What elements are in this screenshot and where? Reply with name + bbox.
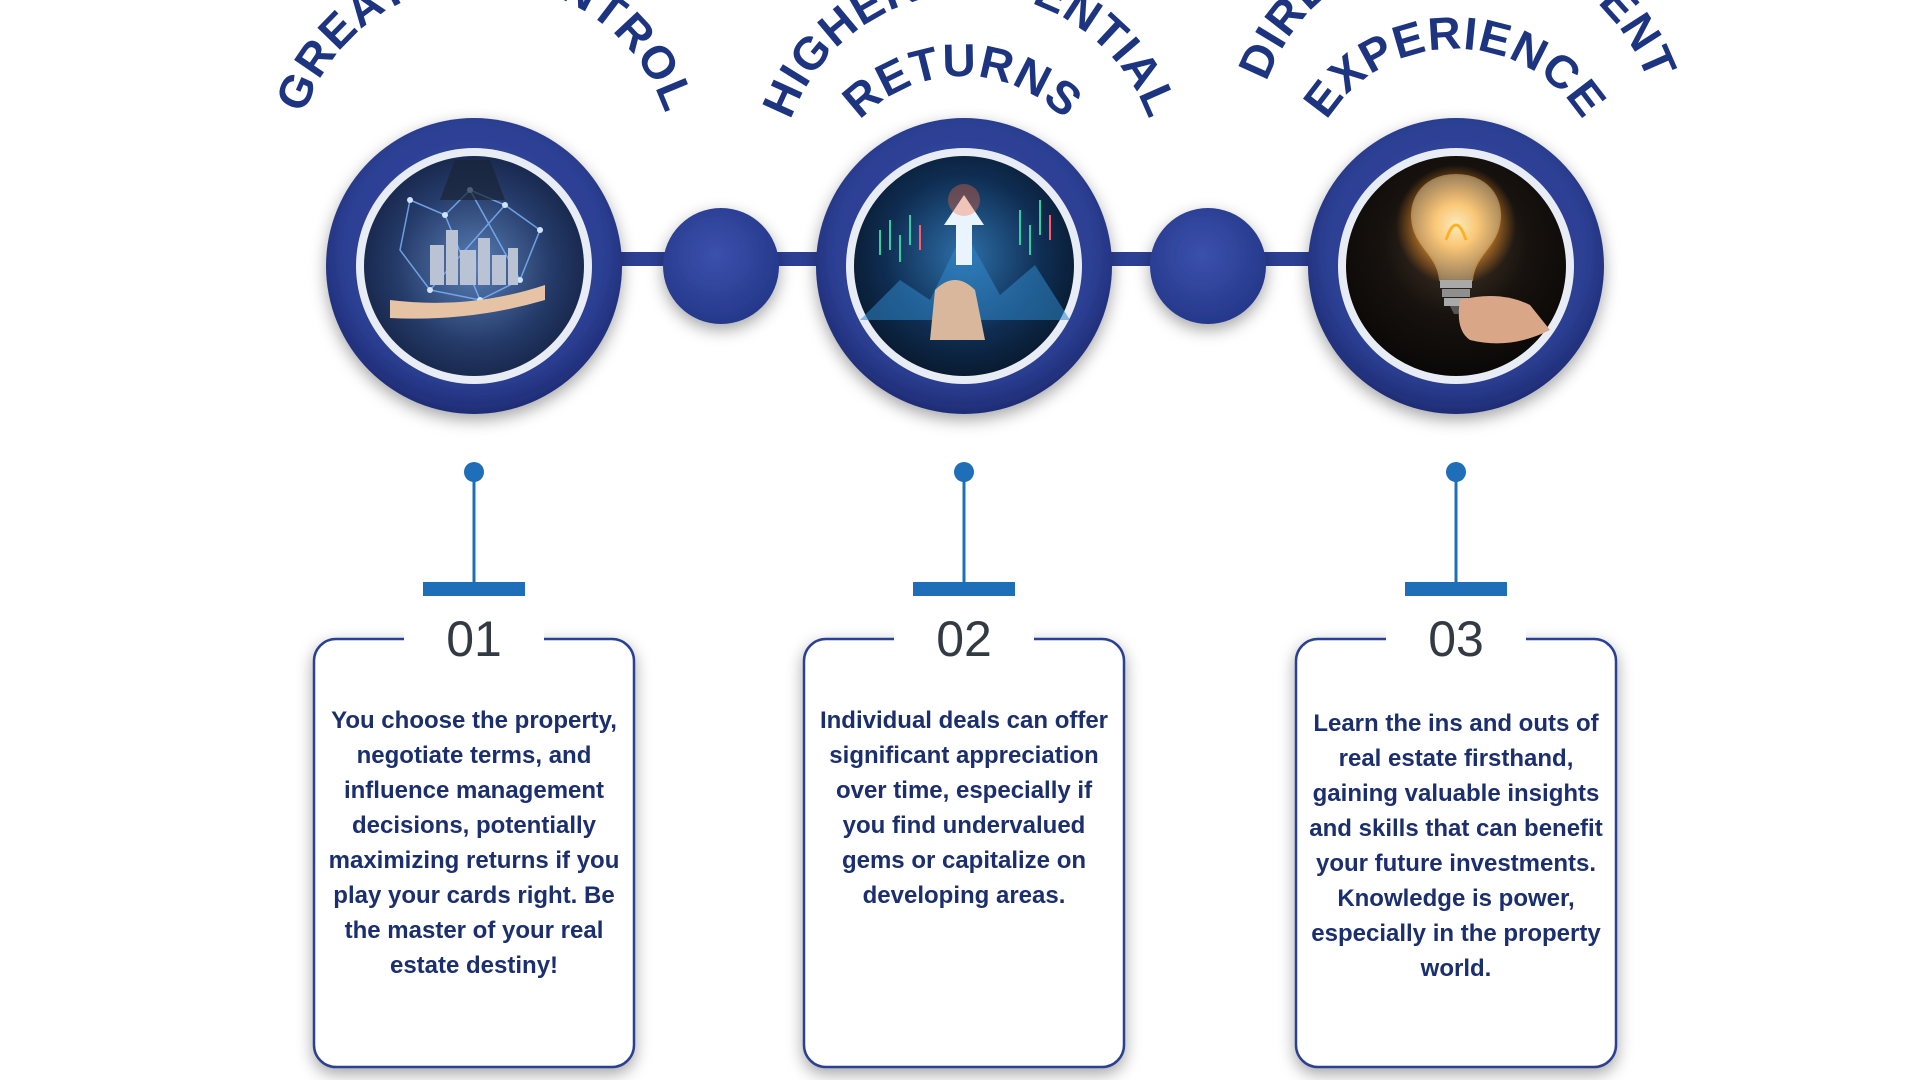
step-2-title-line-2: RETURNS — [832, 34, 1091, 128]
step-1-title: GREATER CONTROL — [265, 0, 705, 118]
city-in-hand-icon — [390, 160, 545, 319]
step-2-pin — [913, 462, 1015, 596]
step-3-title: EXPERIENCE — [1293, 6, 1617, 126]
step-3-description: Learn the ins and outs of real estate fi… — [1309, 710, 1603, 982]
step-2-number: 02 — [894, 614, 1034, 664]
step-1-pin — [423, 462, 525, 596]
light-bulb-icon — [1396, 165, 1550, 344]
step-1-description: You choose the property, negotiate terms… — [328, 707, 620, 979]
rising-chart-icon — [860, 184, 1070, 340]
connector-node — [663, 208, 779, 324]
step-3-ring — [1308, 118, 1604, 414]
step-2-description: Individual deals can offer significant a… — [819, 707, 1109, 909]
connector-node — [1150, 208, 1266, 324]
step-2-ring — [816, 118, 1112, 414]
step-2-title: RETURNS — [832, 34, 1092, 128]
step-3-title-line-2: EXPERIENCE — [1293, 6, 1616, 126]
step-1-number: 01 — [404, 614, 544, 664]
step-1-ring — [326, 118, 622, 414]
step-1-title-line-1: GREATER CONTROL — [265, 0, 704, 118]
step-3-pin — [1405, 462, 1507, 596]
step-3-number: 03 — [1386, 614, 1526, 664]
